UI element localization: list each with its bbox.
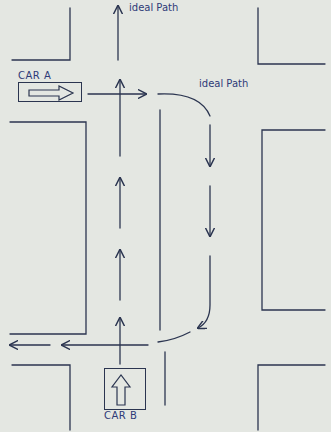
path-arrow — [209, 186, 210, 236]
path-label: ideal Path — [128, 2, 179, 14]
car-label: CAR B — [104, 410, 137, 422]
car-label: CAR A — [18, 70, 51, 82]
direction-arrow — [29, 86, 73, 100]
building-outlines — [10, 8, 325, 430]
car-body — [18, 82, 82, 102]
path-curve — [158, 332, 190, 342]
path-arrow — [88, 93, 146, 94]
bottom-left-block — [12, 365, 70, 430]
direction-arrow — [112, 375, 130, 405]
lane-line — [164, 352, 165, 405]
car-b-path — [118, 6, 120, 364]
path-arrow — [119, 80, 120, 156]
car-node: CAR A — [18, 70, 82, 102]
car-a-path — [10, 94, 210, 345]
bottom-right-block — [258, 365, 325, 430]
left-block — [10, 122, 86, 334]
path-arrow — [117, 6, 118, 60]
car-node: CAR B — [104, 368, 146, 422]
path-arrow — [209, 125, 210, 166]
car-body — [104, 368, 146, 410]
path-arrow — [119, 178, 120, 228]
car-arrow-icon — [19, 83, 83, 103]
top-right-block — [258, 8, 325, 64]
top-left-block — [12, 8, 70, 60]
path-label: ideal Path — [198, 78, 249, 90]
path-curve — [158, 94, 210, 116]
path-arrow — [62, 344, 148, 345]
lane-line — [159, 110, 160, 330]
path-arrow — [119, 250, 120, 300]
path-arrow — [198, 256, 210, 328]
car-arrow-icon — [105, 369, 147, 411]
path-arrow — [119, 318, 120, 364]
path-arrow — [10, 344, 50, 345]
right-block — [262, 130, 325, 310]
